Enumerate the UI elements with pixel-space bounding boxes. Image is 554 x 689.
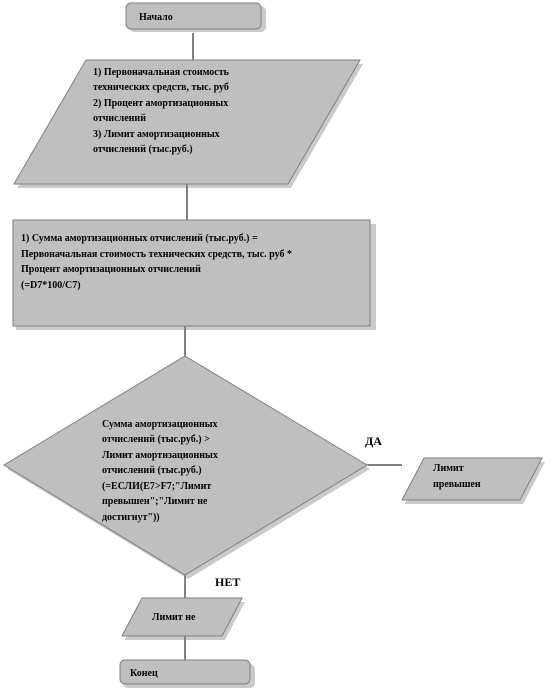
output-yes-line-2: превышен [433,479,481,490]
process-line-2: Первоначальная стоимость технических сре… [21,249,292,260]
branch-yes-label: ДА [365,434,382,448]
branch-no-label: НЕТ [215,575,240,589]
input-parallelogram: 1) Первоначальная стоимость технических … [13,59,363,188]
input-line-1: 1) Первоначальная стоимость [93,67,230,78]
decision-line-7: достигнут")) [102,512,160,523]
end-label: Конец [130,668,158,679]
input-line-4: отчислений [93,113,146,124]
input-line-2: технических средств, тыс. руб [93,82,229,93]
process-line-4: (=D7*100/C7) [21,280,81,291]
input-line-5: 3) Лимит амортизационных [93,129,220,140]
process-line-3: Процент амортизационных отчислений [21,264,201,275]
input-line-6: отчислений (тыс.руб.) [93,144,193,155]
decision-line-4: отчислений (тыс.руб.) [102,465,202,476]
input-line-3: 2) Процент амортизационных [93,98,228,109]
process-line-1: 1) Сумма амортизационных отчислений (тыс… [21,233,258,244]
decision-line-3: Лимит амортизационных [102,450,218,461]
decision-line-5: (=ЕСЛИ(E7>F7;"Лимит [102,481,211,492]
decision-diamond: Сумма амортизационных отчислений (тыс.ру… [3,355,370,579]
start-terminator: Начало [125,2,266,32]
end-terminator: Конец [119,659,255,688]
start-label: Начало [139,12,173,23]
process-box: 1) Сумма амортизационных отчислений (тыс… [12,219,376,330]
decision-line-2: отчислений (тыс.руб.) > [102,434,210,445]
decision-line-6: превышен";"Лимит не [102,496,208,507]
output-no-label: Лимит не [152,612,196,623]
output-no-parallelogram: Лимит не [121,597,245,640]
output-yes-parallelogram: Лимит превышен [401,457,545,504]
output-yes-line-1: Лимит [433,463,464,474]
decision-line-1: Сумма амортизационных [102,419,218,430]
